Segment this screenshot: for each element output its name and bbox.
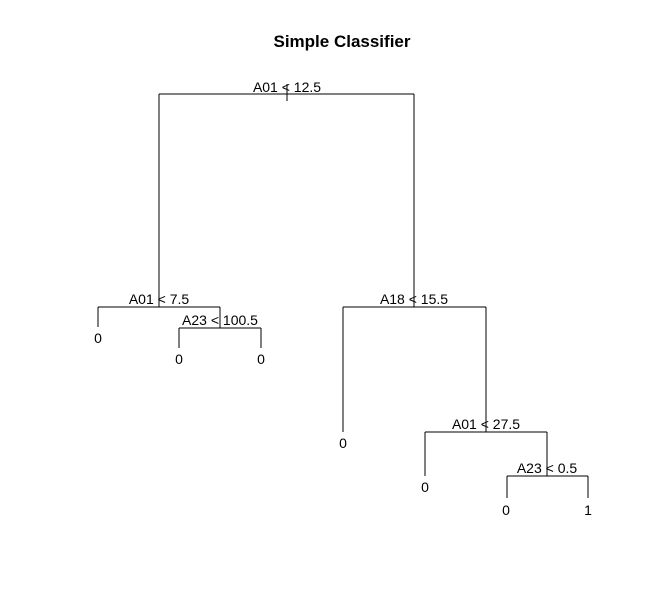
deepest-split-node: A23 < 0.5 0 1 [502, 460, 592, 518]
left-right-split-node: A23 < 100.5 0 0 [175, 312, 265, 367]
leaf-label: 0 [421, 479, 429, 495]
diagram-title: Simple Classifier [273, 32, 410, 51]
leaf-label: 0 [257, 351, 265, 367]
leaf-label: 0 [175, 351, 183, 367]
leaf-label: 0 [94, 330, 102, 346]
left-split-label: A01 < 7.5 [129, 291, 190, 307]
leaf-label: 1 [584, 502, 592, 518]
deepest-split-label: A23 < 0.5 [517, 460, 578, 476]
right-right-split-label: A01 < 27.5 [452, 416, 520, 432]
leaf-label: 0 [339, 435, 347, 451]
root-split-node: A01 < 12.5 [158, 79, 415, 307]
leaf-label: 0 [502, 502, 510, 518]
left-split-node: A01 < 7.5 0 [94, 291, 221, 346]
right-split-node: A18 < 15.5 0 [339, 291, 487, 451]
right-split-label: A18 < 15.5 [380, 291, 448, 307]
root-split-label: A01 < 12.5 [253, 79, 321, 95]
right-right-split-node: A01 < 27.5 0 [421, 416, 548, 495]
left-right-split-label: A23 < 100.5 [182, 312, 258, 328]
